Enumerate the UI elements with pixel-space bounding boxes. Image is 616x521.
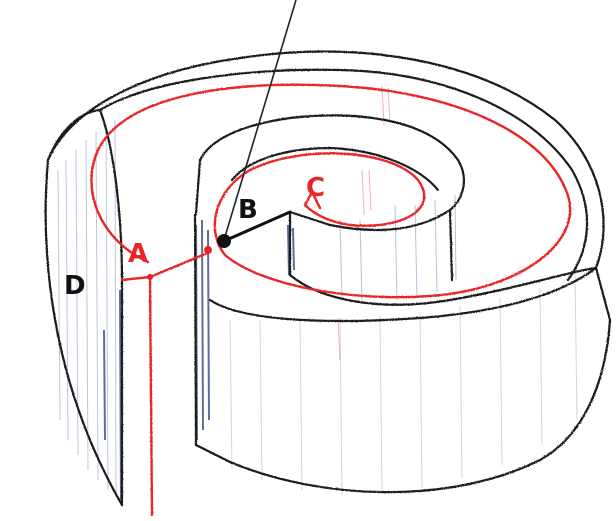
junction-dot — [217, 234, 231, 248]
label-d: D — [64, 271, 86, 301]
red-vertical — [150, 277, 152, 515]
label-a: A — [128, 239, 148, 269]
outer-rim — [48, 52, 604, 268]
outer-rim-inner — [100, 70, 587, 280]
red-spiral — [91, 85, 570, 297]
red-a-segment — [150, 252, 210, 277]
label-c: C — [306, 173, 325, 203]
small-dot — [204, 246, 212, 254]
pointer-line — [224, 0, 296, 240]
outer-bottom — [230, 268, 610, 492]
label-b: B — [238, 195, 258, 225]
red-hatch — [338, 85, 390, 360]
small-dot-2 — [147, 274, 153, 280]
red-path — [91, 85, 570, 515]
